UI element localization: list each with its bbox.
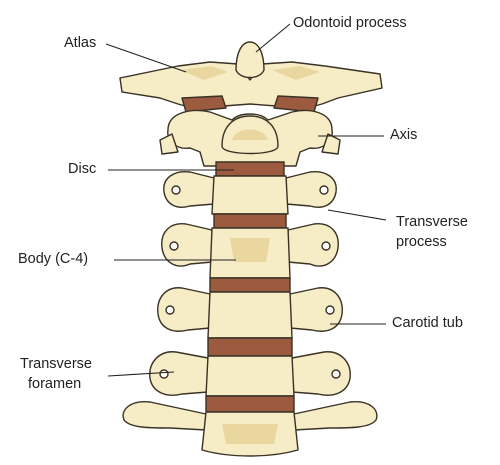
label-disc: Disc xyxy=(68,161,97,177)
transverse-foramen-hole xyxy=(171,185,181,195)
label-axis: Axis xyxy=(390,127,418,143)
label-transverse-process-line1: Transverse xyxy=(396,214,468,230)
label-transverse-foramen-line1: Transverse xyxy=(20,356,92,372)
disc-c6-c7 xyxy=(205,395,295,413)
atlas-lateral-mass-left xyxy=(181,95,227,113)
label-transverse-foramen-line2: foramen xyxy=(28,376,82,392)
label-transverse-process-line2: process xyxy=(396,234,447,250)
c5-transverse-left xyxy=(157,287,211,332)
label-odontoid-process: Odontoid process xyxy=(293,15,407,31)
c4-transverse-left xyxy=(161,223,213,267)
axis-spinous-right xyxy=(321,133,341,155)
c3-transverse-right xyxy=(285,171,337,208)
c3-transverse-left xyxy=(163,171,215,208)
label-body-c4: Body (C-4) xyxy=(18,251,89,267)
leader-odontoid xyxy=(255,23,291,53)
label-carotid-tub: Carotid tub xyxy=(392,315,463,331)
leader-transverse-process xyxy=(327,209,387,221)
leader-atlas xyxy=(105,43,187,73)
c5-transverse-right xyxy=(289,287,343,332)
axis-spinous-left xyxy=(159,133,179,155)
c7-transverse-left xyxy=(122,401,207,431)
c7-transverse-right xyxy=(293,401,378,431)
c4-transverse-right xyxy=(287,223,339,267)
odontoid-process xyxy=(235,41,265,79)
leader-foramen xyxy=(107,371,175,377)
c6-body xyxy=(205,355,295,397)
disc-c2-c3 xyxy=(215,161,285,177)
label-atlas: Atlas xyxy=(64,35,97,51)
c5-body xyxy=(207,291,293,339)
atlas-lateral-mass-right xyxy=(273,95,319,113)
disc-c3-c4 xyxy=(213,213,287,229)
disc-c4-c5 xyxy=(209,277,291,293)
c6-transverse-right xyxy=(291,351,351,396)
disc-c5-c6 xyxy=(207,337,293,357)
c6-transverse-left xyxy=(149,351,209,396)
c3-body xyxy=(211,175,289,215)
